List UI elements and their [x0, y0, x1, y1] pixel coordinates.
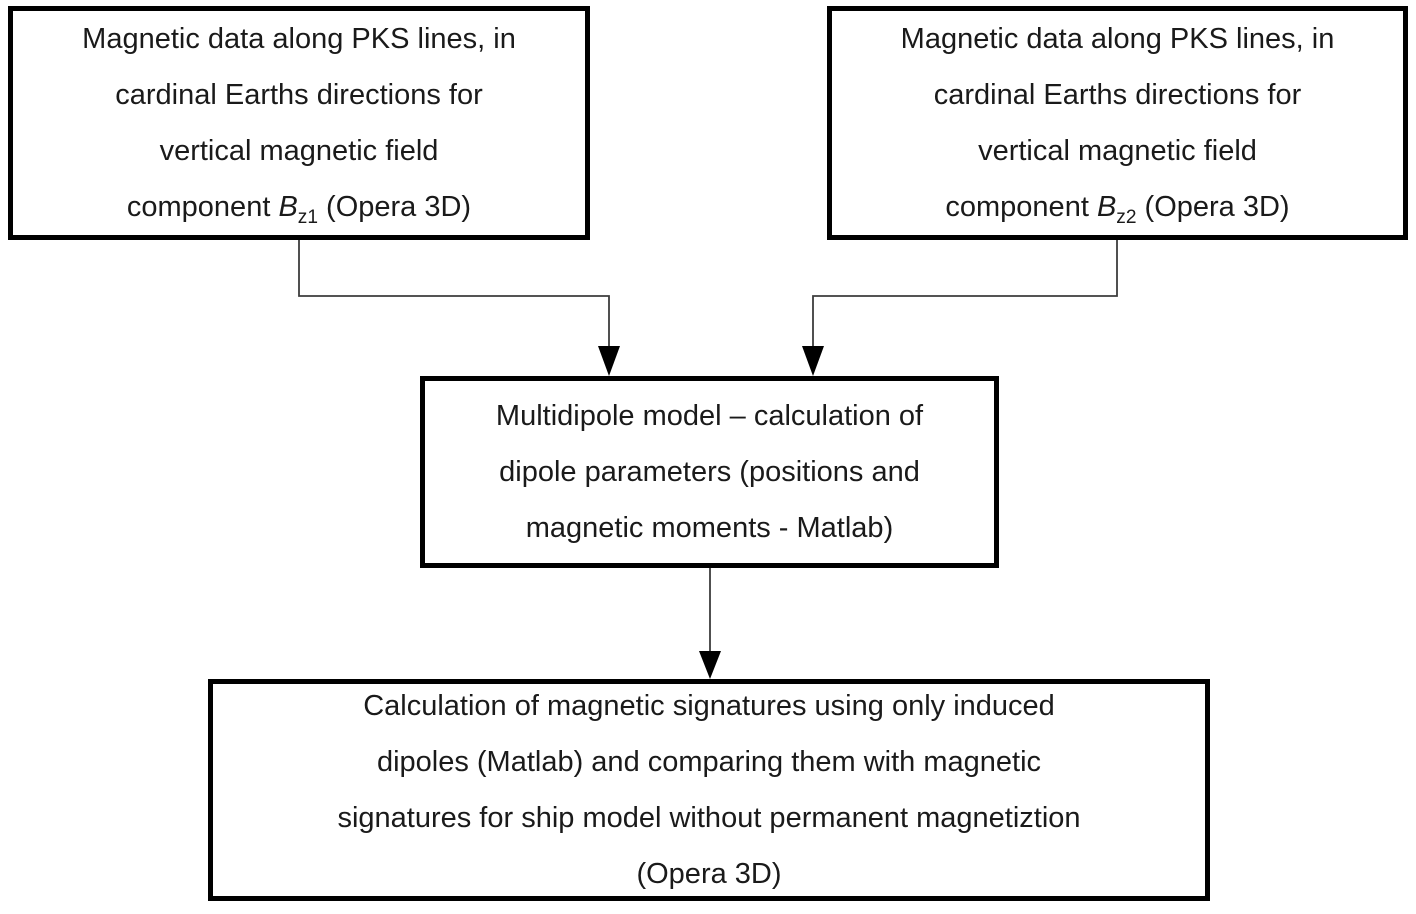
box-multidipole-model: Multidipole model – calculation of dipol…	[420, 376, 999, 568]
connector-right	[802, 240, 1118, 376]
box-text-line: magnetic moments - Matlab)	[525, 512, 894, 544]
arrow-down-icon	[699, 651, 721, 679]
box-magnetic-data-bz1: Magnetic data along PKS lines, in cardin…	[8, 6, 590, 240]
formula-subscript: z1	[297, 206, 318, 228]
box-text-line-formula: component Bz2 (Opera 3D)	[945, 179, 1289, 235]
box-text-line: (Opera 3D)	[636, 858, 782, 890]
box-text-line-formula: component Bz1 (Opera 3D)	[127, 179, 471, 235]
formula-prefix: component	[945, 191, 1097, 223]
arrow-down-icon	[802, 346, 824, 376]
box-signature-calculation: Calculation of magnetic signatures using…	[208, 679, 1210, 901]
connector-left	[298, 240, 620, 376]
formula-subscript: z2	[1116, 206, 1137, 228]
formula-suffix: (Opera 3D)	[1136, 191, 1290, 223]
box-text-line: cardinal Earths directions for	[933, 79, 1302, 111]
box-text-line: Calculation of magnetic signatures using…	[363, 690, 1055, 722]
formula-suffix: (Opera 3D)	[317, 191, 472, 223]
box-text-line: signatures for ship model without perman…	[337, 802, 1081, 834]
box-text-line: Magnetic data along PKS lines, in	[82, 23, 516, 55]
formula-symbol: B	[1096, 191, 1117, 223]
box-text-line: cardinal Earths directions for	[115, 79, 483, 111]
formula-symbol: B	[278, 191, 298, 223]
box-text-line: vertical magnetic field	[978, 135, 1257, 167]
box-magnetic-data-bz2: Magnetic data along PKS lines, in cardin…	[827, 6, 1408, 240]
box-text-line: vertical magnetic field	[159, 135, 439, 167]
box-text-line: dipole parameters (positions and	[499, 456, 920, 488]
arrow-down-icon	[598, 346, 620, 376]
connector-middle-to-bottom	[699, 568, 721, 679]
box-text-line: Magnetic data along PKS lines, in	[900, 23, 1335, 55]
box-text-line: Multidipole model – calculation of	[495, 400, 924, 432]
box-text-line: dipoles (Matlab) and comparing them with…	[376, 746, 1042, 778]
formula-prefix: component	[126, 191, 279, 223]
